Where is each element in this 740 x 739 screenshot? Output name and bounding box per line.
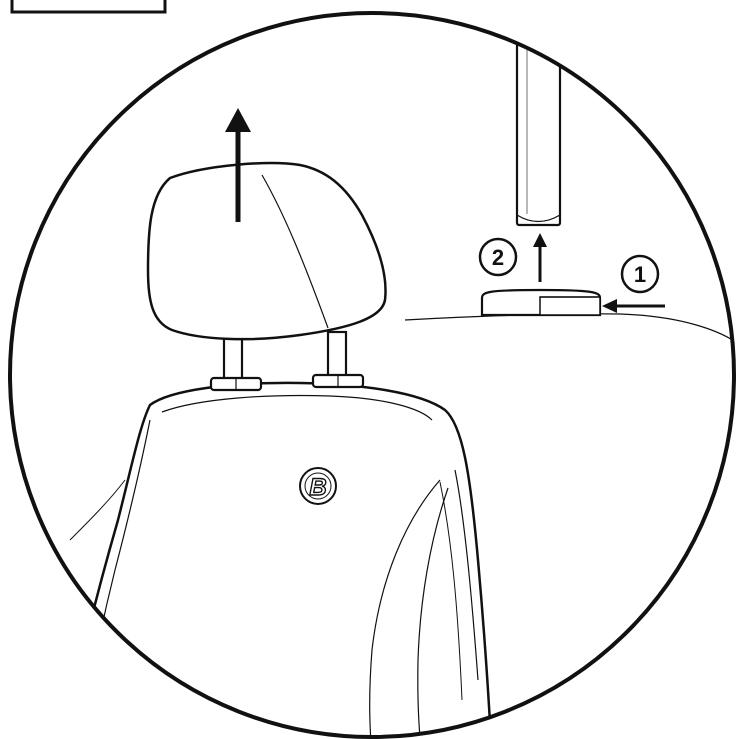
step-2-arrow-icon	[533, 233, 547, 282]
detail-circle: B	[8, 11, 736, 739]
step-1-badge: 1	[620, 254, 660, 294]
lifted-post	[515, 13, 562, 227]
step-2-number: 2	[492, 245, 504, 270]
step-1-number: 1	[634, 262, 646, 287]
seat-back	[58, 381, 494, 737]
headrest	[146, 161, 387, 341]
release-button-sleeve	[480, 288, 602, 317]
headrest-posts	[209, 330, 365, 392]
brand-logo-icon: B	[299, 467, 337, 505]
brand-logo-letter: B	[309, 474, 326, 501]
step-2-badge: 2	[478, 237, 518, 277]
seat-frame-line	[69, 479, 126, 541]
step-1-arrow-icon	[602, 299, 665, 313]
frame-corner	[10, 0, 167, 14]
up-arrow-icon	[225, 108, 251, 222]
seat-top-surface	[404, 313, 734, 346]
seat-side-edge	[439, 481, 463, 701]
